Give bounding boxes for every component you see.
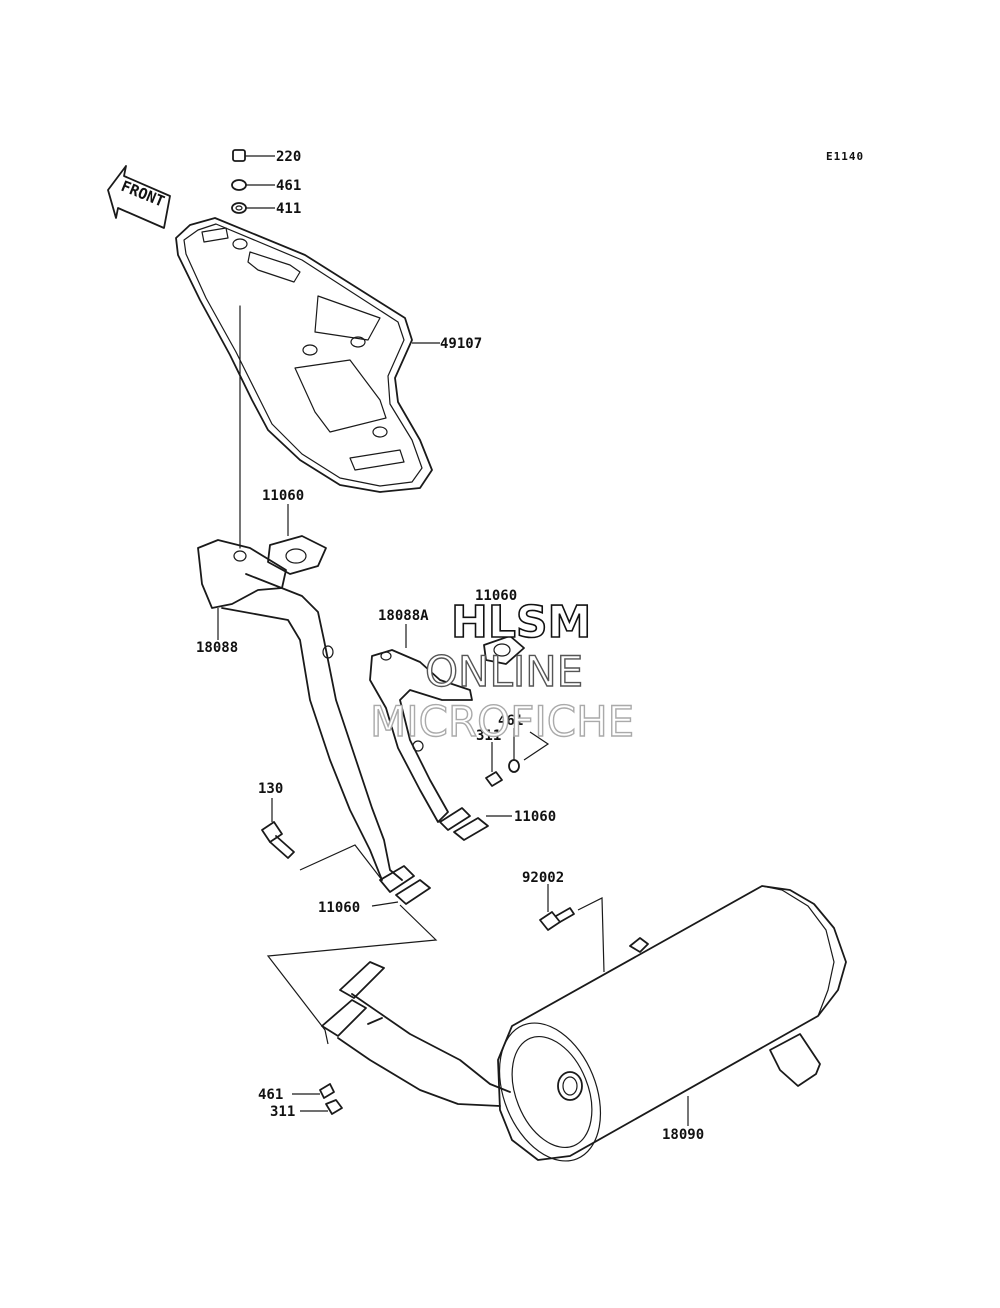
- bolt-130-icon: [261, 798, 383, 881]
- front-arrow-icon: FRONT: [107, 165, 171, 229]
- heat-shield-49107: [175, 217, 440, 493]
- gasket-11060-outlet: [453, 815, 512, 841]
- washer-411-icon: [231, 202, 275, 214]
- label-461-low[interactable]: 461: [258, 1087, 283, 1103]
- gasket-11060-lower: [371, 879, 431, 907]
- label-311-low[interactable]: 311: [270, 1104, 295, 1120]
- label-130[interactable]: 130: [258, 781, 283, 797]
- label-411[interactable]: 411: [276, 201, 301, 217]
- label-18088A[interactable]: 18088A: [378, 608, 429, 624]
- label-461-mid[interactable]: 461: [498, 713, 523, 729]
- watermark: HLSM ONLINE MICROFICHE: [369, 596, 635, 747]
- watermark-line3: MICROFICHE: [370, 697, 634, 746]
- label-461-top[interactable]: 461: [276, 178, 301, 194]
- nut-461-low-icon: [292, 1083, 335, 1099]
- label-18088[interactable]: 18088: [196, 640, 238, 656]
- nut-311-mid-icon: [485, 742, 503, 787]
- diagram-code: E1140: [826, 150, 864, 163]
- label-92002[interactable]: 92002: [522, 870, 564, 886]
- label-49107[interactable]: 49107: [440, 336, 482, 352]
- watermark-line1: HLSM: [451, 597, 591, 648]
- nut-311-low-icon: [300, 1099, 343, 1115]
- nut-461-mid-icon: [508, 728, 550, 773]
- front-arrow-label: FRONT: [119, 177, 168, 211]
- gasket-11060-upper: [267, 504, 327, 575]
- gasket-11060-flange: [483, 604, 525, 665]
- bolt-220-icon: [232, 149, 275, 162]
- label-311-mid[interactable]: 311: [476, 728, 501, 744]
- label-11060-c[interactable]: 11060: [514, 809, 556, 825]
- label-11060-d[interactable]: 11060: [318, 900, 360, 916]
- connection-leader: [266, 904, 438, 1045]
- bolt-92002-icon: [539, 884, 605, 973]
- label-220[interactable]: 220: [276, 149, 301, 165]
- muffler-18090: [321, 885, 847, 1162]
- label-18090[interactable]: 18090: [662, 1127, 704, 1143]
- label-11060-b[interactable]: 11060: [475, 588, 517, 604]
- watermark-line2: ONLINE: [425, 647, 583, 696]
- exhaust-pipe-18088A: [369, 624, 473, 831]
- label-11060-a[interactable]: 11060: [262, 488, 304, 504]
- exhaust-pipe-18088: [197, 539, 415, 893]
- nut-461-top-icon: [231, 179, 275, 191]
